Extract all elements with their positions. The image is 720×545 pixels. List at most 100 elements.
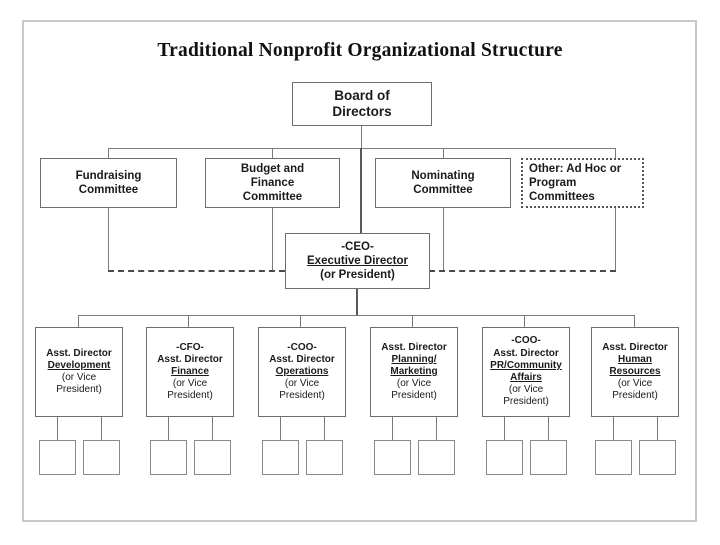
page-title: Traditional Nonprofit Organizational Str… [157,40,563,61]
operations-title: Asst. Director [269,353,335,365]
board-line-2: Directors [332,104,392,119]
department-box-planning-marketing: Asst. Director Planning/ Marketing (or V… [370,327,458,417]
connector-drop-finance [188,315,189,327]
fundraising-committee-line-1: Fundraising [75,169,142,182]
connector-planning-marketing-sub-1 [392,417,393,440]
sub-unit-box [83,440,120,475]
connector-fundraising-down [108,208,109,270]
department-box-development: Asst. Director Development (or Vice Pres… [35,327,123,417]
budget-finance-committee-line-3: Committee [242,191,303,203]
ceo-line-1: -CEO- [341,240,374,253]
connector-operations-sub-1 [280,417,281,440]
connector-nominating-down [443,208,444,270]
finance-sub-1: (or Vice [172,378,208,390]
sub-unit-box [150,440,187,475]
human-resources-title: Asst. Director [602,341,668,353]
connector-development-sub-2 [101,417,102,440]
department-box-pr-community-affairs: -COO- Asst. Director PR/Community Affair… [482,327,570,417]
connector-drop-budget-finance [272,148,273,158]
nominating-committee-line-2: Committee [413,184,473,196]
connector-operations-sub-2 [324,417,325,440]
connector-drop-planning-marketing [412,315,413,327]
sub-unit-box [486,440,523,475]
human-resources-sub-1: (or Vice [617,378,653,390]
pr-community-underline-1: PR/Community [490,359,562,371]
sub-unit-box [39,440,76,475]
planning-marketing-underline-1: Planning/ [391,353,437,365]
other-committees-line-2: Program [529,176,577,189]
connector-drop-nominating [443,148,444,158]
connector-ceo-stem [356,289,358,315]
connector-drop-operations [300,315,301,327]
ceo-executive-director-box: -CEO- Executive Director (or President) [285,233,430,289]
sub-unit-box [418,440,455,475]
finance-title: Asst. Director [157,353,223,365]
connector-development-sub-1 [57,417,58,440]
development-sub-1: (or Vice [61,372,97,383]
development-underline-1: Development [47,359,111,371]
department-box-operations: -COO- Asst. Director Operations (or Vice… [258,327,346,417]
development-title: Asst. Director [46,347,112,359]
other-committees-box: Other: Ad Hoc or Program Committees [521,158,644,208]
pr-community-sub-1: (or Vice [508,384,544,396]
budget-finance-committee-box: Budget and Finance Committee [205,158,340,208]
connector-finance-sub-2 [212,417,213,440]
board-of-directors-box: Board of Directors [292,82,432,126]
connector-board-stem [361,126,362,148]
ceo-line-3: (or President) [320,269,395,281]
operations-sub-1: (or Vice [284,378,320,390]
operations-sub-2: President) [279,390,325,402]
connector-drop-pr-community [524,315,525,327]
connector-drop-other [615,148,616,158]
connector-finance-sub-1 [168,417,169,440]
sub-unit-box [639,440,676,475]
connector-drop-fundraising [108,148,109,158]
sub-unit-box [374,440,411,475]
connector-drop-human-resources [634,315,635,327]
human-resources-underline-2: Resources [609,365,661,377]
finance-alt-title: -CFO- [176,341,204,353]
human-resources-underline-1: Human [618,353,652,365]
ceo-line-2: Executive Director [307,254,408,267]
other-committees-line-3: Committees [529,191,595,203]
pr-community-underline-2: Affairs [510,372,542,383]
operations-alt-title: -COO- [287,341,317,353]
fundraising-committee-box: Fundraising Committee [40,158,177,208]
connector-department-bus [78,315,635,316]
fundraising-committee-line-2: Committee [78,184,139,196]
connector-other-down [615,208,616,270]
nominating-committee-line-1: Nominating [411,169,475,182]
connector-board-to-ceo [360,148,362,233]
nominating-committee-box: Nominating Committee [375,158,511,208]
connector-human-resources-sub-1 [613,417,614,440]
budget-finance-committee-line-1: Budget and [240,162,305,175]
sub-unit-box [306,440,343,475]
sub-unit-box [530,440,567,475]
operations-underline-1: Operations [275,365,329,377]
connector-dashed-right [429,270,616,272]
pr-community-title: Asst. Director [493,347,559,359]
sub-unit-box [194,440,231,475]
sub-unit-box [262,440,299,475]
sub-unit-box [595,440,632,475]
planning-marketing-underline-2: Marketing [390,365,438,377]
budget-finance-committee-line-2: Finance [250,176,295,189]
finance-underline-1: Finance [171,365,209,377]
finance-sub-2: President) [167,390,213,402]
connector-pr-community-sub-1 [504,417,505,440]
planning-marketing-title: Asst. Director [381,341,447,353]
other-committees-line-1: Other: Ad Hoc or [529,162,622,175]
board-line-1: Board of [334,87,390,103]
connector-planning-marketing-sub-2 [436,417,437,440]
department-box-finance: -CFO- Asst. Director Finance (or Vice Pr… [146,327,234,417]
connector-pr-community-sub-2 [548,417,549,440]
development-sub-2: President) [56,384,102,396]
connector-budget-finance-down [272,208,273,270]
planning-marketing-sub-2: President) [391,390,437,402]
human-resources-sub-2: President) [612,390,658,402]
page-frame [22,20,697,522]
pr-community-alt-title: -COO- [511,335,541,347]
connector-human-resources-sub-2 [657,417,658,440]
planning-marketing-sub-1: (or Vice [396,378,432,390]
